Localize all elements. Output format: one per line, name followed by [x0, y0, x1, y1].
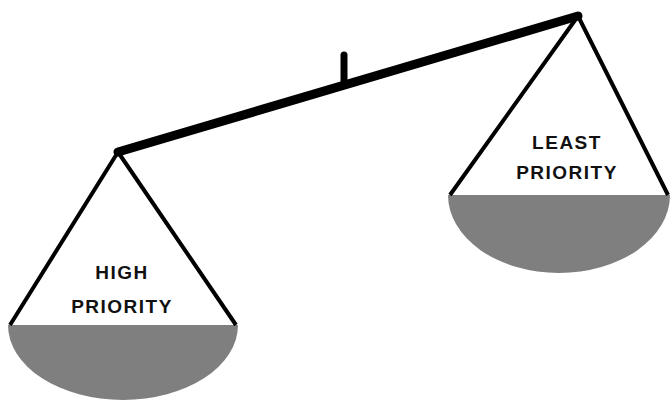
- scale-beam: [118, 16, 578, 152]
- scale-pan: HIGH PRIORITY: [8, 148, 238, 402]
- pan-label: HIGH PRIORITY: [60, 256, 184, 324]
- pan-label: LEAST PRIORITY: [505, 128, 629, 188]
- pan-bowl: [448, 195, 670, 273]
- pan-strings: [10, 152, 236, 325]
- scale-pan: LEAST PRIORITY: [448, 12, 670, 274]
- pan-bowl: [8, 325, 238, 400]
- fulcrum-stub: [341, 55, 348, 82]
